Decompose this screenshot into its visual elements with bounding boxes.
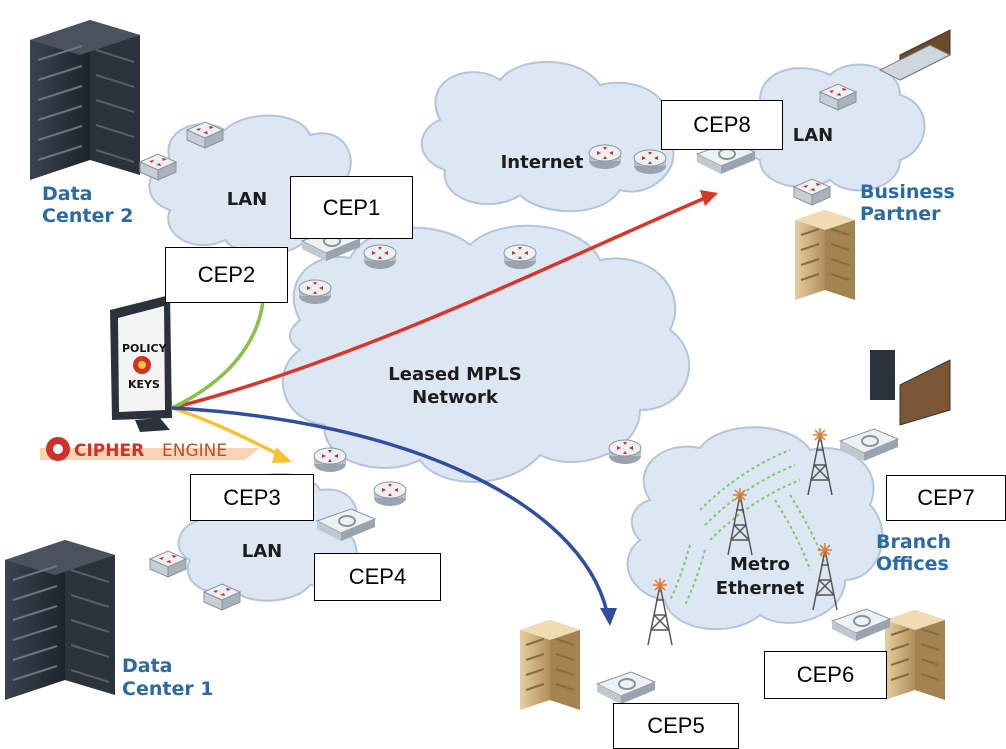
internet-label: Internet [501,152,584,173]
arrow-red [171,196,706,410]
partner-building [794,209,856,301]
data-center-2-rack [29,19,141,181]
arrow-green [171,289,266,410]
router [298,279,332,305]
arrow-yellow [171,406,281,457]
metro-label-line1: Metro [730,554,790,575]
lan-partner-label: LAN [793,125,833,146]
router [503,244,537,270]
dc2-label-line2: Center 2 [42,205,134,227]
policy-arrows [171,190,718,626]
cep7-label-box: CEP7 [886,475,1006,521]
cep-device [596,671,656,705]
mpls-label-line2: Network [412,387,499,408]
keys-label: KEYS [128,378,160,391]
branch-building-right [884,609,946,701]
policy-label: POLICY [122,342,168,355]
arrow-blue [171,406,609,613]
laptop-icon [878,29,952,81]
partner-label-line2: Partner [860,203,941,225]
cep6-label-box: CEP6 [764,651,887,699]
branch-building-left [519,619,581,711]
cipherengine-logo: CIPHER ENGINE [40,437,260,461]
cep2-label-box: CEP2 [165,247,288,303]
wireless-arcs [669,449,826,606]
logo-cipher: CIPHER [74,441,144,461]
switch [149,550,187,578]
metro-label-line2: Ethernet [716,578,805,599]
router [313,447,347,473]
cep8-label-box: CEP8 [661,100,783,150]
desktop-pc-icon [870,350,951,426]
partner-label-line1: Business [860,181,955,203]
cep3-label-box: CEP3 [190,474,314,521]
mpls-label-line1: Leased MPLS [388,364,521,385]
cep1-label-box: CEP1 [290,176,413,239]
router [363,244,397,270]
router [608,439,642,465]
dc2-label-line1: Data [42,183,93,205]
dc1-label-line1: Data [122,655,173,677]
router [588,144,622,170]
mpls-cloud [281,224,691,483]
internet-cloud [420,60,675,213]
router [633,149,667,175]
lan-top-label: LAN [227,189,267,210]
dc1-label-line2: Center 1 [122,678,214,700]
logo-engine: ENGINE [162,441,227,461]
router [373,481,407,507]
branch-label-line1: Branch [876,531,951,553]
policy-monitor: POLICY KEYS [110,295,172,432]
cep-device [831,608,891,642]
cep5-label-box: CEP5 [613,703,739,749]
branch-label-line2: Offices [876,553,949,575]
cep4-label-box: CEP4 [314,553,441,601]
data-center-1-rack [4,539,116,701]
lan-bottom-label: LAN [242,541,282,562]
lan-partner-cloud [742,63,926,192]
